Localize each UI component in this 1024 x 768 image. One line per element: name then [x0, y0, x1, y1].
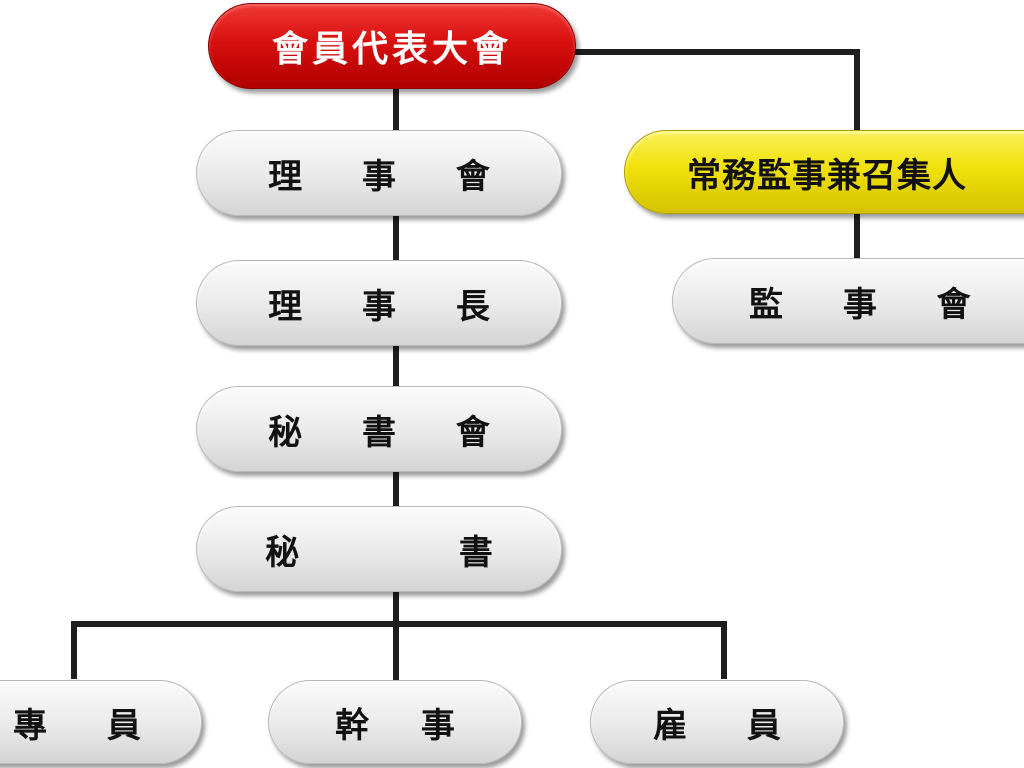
connector-assembly-to-convener-vertical [854, 49, 860, 131]
connector-assembly-to-board [393, 88, 399, 132]
connector-secretariat-to-secretary [393, 470, 399, 506]
node-label: 會員代表大會 [271, 29, 512, 70]
node-secretary: 秘 書 [196, 506, 562, 592]
node-officer: 幹 事 [268, 680, 522, 764]
node-label: 秘 書 會 [268, 412, 490, 453]
connector-assembly-to-convener-horizontal [574, 49, 860, 55]
node-chairman: 理 事 長 [196, 260, 562, 346]
node-label: 理 事 長 [268, 286, 490, 327]
connector-board-to-chairman [393, 214, 399, 260]
node-label: 秘 書 [265, 532, 493, 573]
node-board-of-supervisors: 監 事 會 [672, 258, 1024, 344]
node-label: 幹 事 [335, 705, 455, 746]
node-supervisor-convener: 常務監事兼召集人 [624, 130, 1024, 214]
node-specialist: 專 員 [0, 680, 202, 764]
node-secretariat: 秘 書 會 [196, 386, 562, 472]
node-employee: 雇 員 [590, 680, 844, 764]
connector-to-specialist [71, 621, 77, 679]
node-label: 雇 員 [653, 705, 781, 746]
connector-secretary-to-staff-trunk [393, 590, 399, 682]
connector-staff-horizontal [71, 621, 727, 627]
node-board-of-directors: 理 事 會 [196, 130, 562, 216]
node-member-representative-assembly: 會員代表大會 [208, 3, 576, 89]
connector-chairman-to-secretariat [393, 344, 399, 386]
node-label: 常務監事兼召集人 [687, 155, 967, 196]
connector-to-employee [721, 621, 727, 679]
node-label: 專 員 [13, 705, 141, 746]
node-label: 監 事 會 [749, 284, 971, 325]
node-label: 理 事 會 [268, 156, 490, 197]
connector-convener-to-supervisors [854, 212, 860, 260]
